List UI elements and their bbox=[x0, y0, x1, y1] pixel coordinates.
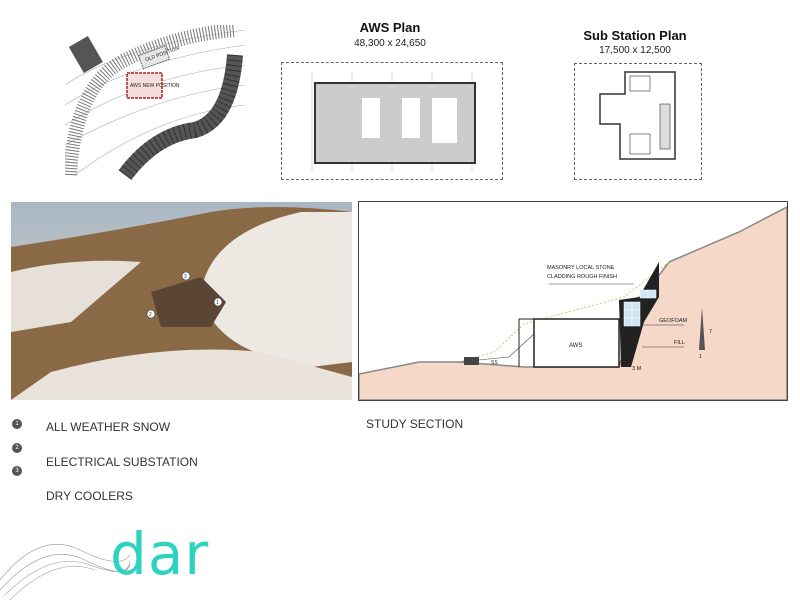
section-caption: STUDY SECTION bbox=[366, 417, 464, 431]
aws-plan-dimensions: 48,300 x 24,650 bbox=[354, 38, 426, 49]
legend-item-all-weather-snow: ALL WEATHER SNOW bbox=[46, 420, 171, 434]
legend-number-1: 1 bbox=[12, 419, 22, 429]
section-ss-label: SS bbox=[491, 360, 498, 366]
slope-vertical-label: 7 bbox=[709, 329, 712, 335]
masonry-label-line2: CLADDING ROUGH FINISH bbox=[547, 274, 617, 280]
dar-logo: dar bbox=[110, 520, 210, 588]
substation-plan-title: Sub Station Plan bbox=[583, 28, 687, 43]
geofoam-label: GEOFOAM bbox=[659, 318, 688, 324]
aws-plan-drawing bbox=[281, 62, 503, 180]
site-plan-drawing: OLD POSITION AWS NEW POSITION bbox=[65, 25, 245, 180]
legend-number-3: 3 bbox=[12, 466, 22, 476]
dimension-label: 3 M bbox=[632, 366, 642, 372]
aws-plan-title: AWS Plan bbox=[359, 20, 421, 35]
legend-number-2: 2 bbox=[12, 443, 22, 453]
legend-item-dry-coolers: DRY COOLERS bbox=[46, 489, 133, 503]
aws-new-position-label: AWS NEW POSITION bbox=[130, 83, 180, 89]
study-section-drawing: AWS SS MASONRY LOCAL STONE CLADDING ROUG… bbox=[358, 201, 788, 401]
logo-wave-graphic bbox=[0, 543, 130, 600]
substation-plan-drawing bbox=[574, 63, 702, 180]
rendering-image: 1 2 3 bbox=[11, 202, 352, 400]
section-aws-label: AWS bbox=[569, 343, 582, 349]
substation-plan-dimensions: 17,500 x 12,500 bbox=[599, 45, 671, 56]
fill-label: FILL bbox=[674, 340, 685, 346]
slope-horizontal-label: 1 bbox=[699, 354, 702, 360]
render-marker-3: 3 bbox=[184, 274, 187, 280]
render-marker-1: 1 bbox=[216, 300, 219, 306]
render-marker-2: 2 bbox=[149, 312, 152, 318]
masonry-label-line1: MASONRY LOCAL STONE bbox=[547, 265, 615, 271]
legend-item-electrical-substation: ELECTRICAL SUBSTATION bbox=[46, 455, 198, 469]
